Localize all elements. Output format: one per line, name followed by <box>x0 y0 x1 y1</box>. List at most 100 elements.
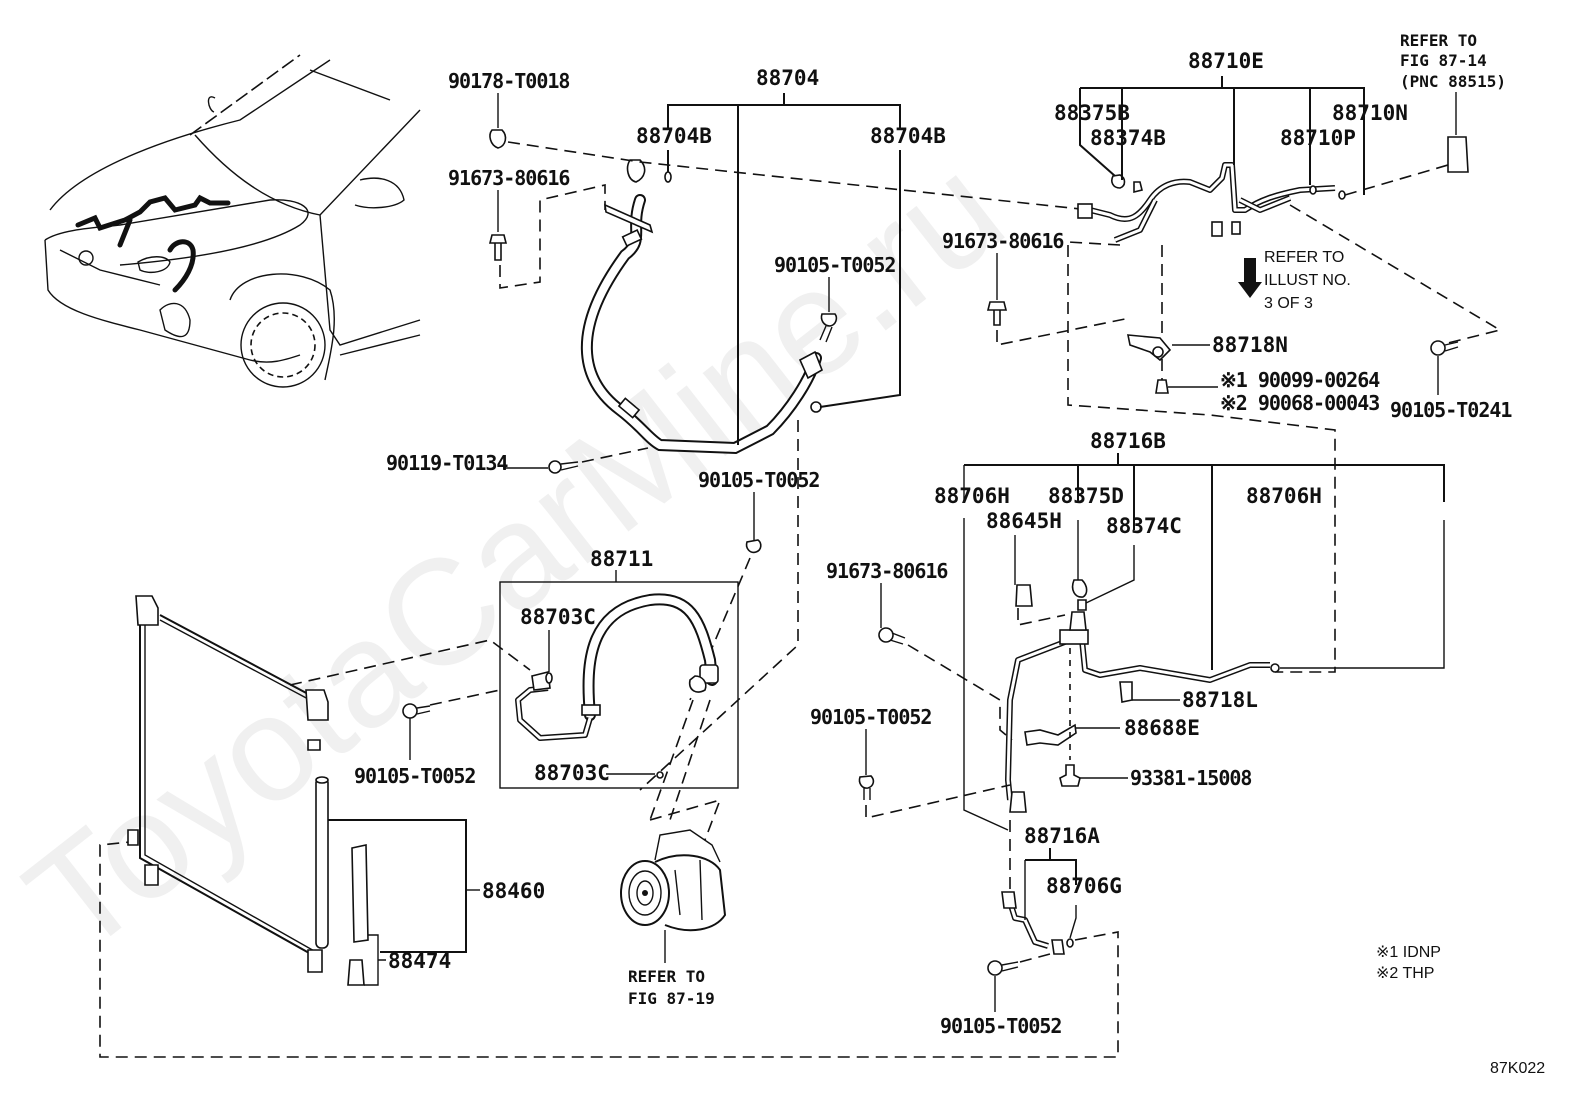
bracket-88716B <box>964 453 1445 670</box>
reference-illust-line1: REFER TO <box>1264 249 1344 266</box>
part-label-88704B-left: 88704B <box>636 124 712 148</box>
bolt-icon <box>986 301 1008 326</box>
clamp-hole <box>1152 346 1164 358</box>
dashed-line-nut <box>507 141 1091 211</box>
bolt-icon <box>878 627 894 643</box>
part-label-88711: 88711 <box>590 547 653 571</box>
part-label-90178-T0018: 90178-T0018 <box>448 69 569 93</box>
part-label-90105-T0052-c: 90105-T0052 <box>810 705 931 729</box>
suction-hose-88711 <box>515 593 719 779</box>
part-label-91673-80616-b: 91673-80616 <box>942 229 1063 253</box>
dashed-line-88711-compressor <box>649 699 722 841</box>
bolt-icon <box>488 234 508 261</box>
part-label-90099-00264: ※1 90099-00264 <box>1220 368 1380 392</box>
bracket-88710E <box>1080 76 1365 195</box>
bolt-shank <box>1001 961 1019 972</box>
arrow-down-icon <box>1238 258 1262 298</box>
valve-88515-icon <box>1447 136 1469 173</box>
bolt-icon <box>1059 764 1081 787</box>
bolt-icon <box>987 960 1003 976</box>
liquid-pipe-88716A <box>1001 891 1074 955</box>
dashed-line-90105-d <box>99 841 1119 1058</box>
part-label-88474: 88474 <box>388 949 451 973</box>
leader-88706H-right <box>1280 520 1445 669</box>
part-label-88710P: 88710P <box>1280 126 1356 150</box>
bracket-88474 <box>364 934 386 986</box>
part-label-88704B-right: 88704B <box>870 124 946 148</box>
part-label-90068-00043: ※2 90068-00043 <box>1220 391 1379 415</box>
part-label-90105-T0052-e: 90105-T0052 <box>354 764 475 788</box>
bolt-icon <box>858 775 875 789</box>
bolt-shank <box>416 705 431 715</box>
figure-code: 87K022 <box>1490 1060 1545 1077</box>
part-label-88375B: 88375B <box>1054 101 1130 125</box>
bolt-icon <box>548 460 562 474</box>
part-label-88710E: 88710E <box>1188 49 1264 73</box>
part-label-88716A: 88716A <box>1024 824 1100 848</box>
part-label-93381-15008: 93381-15008 <box>1130 766 1251 790</box>
dashed-line-91673-c <box>907 644 1013 741</box>
leader-88706G <box>1024 860 1077 939</box>
part-label-88704: 88704 <box>756 66 819 90</box>
condenser-88460 <box>127 595 329 973</box>
part-label-90119-T0134: 90119-T0134 <box>386 451 508 475</box>
part-label-88706H-right: 88706H <box>1246 484 1322 508</box>
part-label-88716B: 88716B <box>1090 429 1166 453</box>
part-label-90105-T0241: 90105-T0241 <box>1390 398 1512 422</box>
leader-88374C <box>1085 545 1135 604</box>
reference-fig-87-14-line2: FIG 87-14 <box>1400 51 1487 70</box>
reference-illust-line2: ILLUST NO. <box>1264 272 1351 289</box>
part-label-88375D: 88375D <box>1048 484 1124 508</box>
leader-88706H-left <box>963 465 1009 831</box>
filter-88474-icon <box>351 844 369 943</box>
part-label-88688E: 88688E <box>1124 716 1200 740</box>
part-label-88718L: 88718L <box>1182 688 1258 712</box>
legend-note-2: ※2 THP <box>1376 965 1434 982</box>
bracket-88460 <box>328 819 467 953</box>
bolt-shank <box>1444 341 1459 352</box>
bolt-shank <box>560 461 579 471</box>
bracket-88716A <box>1025 848 1077 885</box>
dashed-line-to-90105-T0241 <box>1289 204 1503 346</box>
box-88711 <box>499 581 739 789</box>
part-label-88703C-bottom: 88703C <box>534 761 610 785</box>
bracket-88688E-icon <box>1024 723 1077 746</box>
part-label-88703C-top: 88703C <box>520 605 596 629</box>
part-label-90105-T0052-b: 90105-T0052 <box>698 468 819 492</box>
reference-fig-87-14-line1: REFER TO <box>1400 31 1477 50</box>
dashed-box-91673-b <box>996 241 1336 673</box>
bolt-shank <box>889 632 906 645</box>
dashed-line-88711-condenser <box>289 639 531 706</box>
part-label-88374C: 88374C <box>1106 514 1182 538</box>
part-label-90105-T0052-a: 90105-T0052 <box>774 253 895 277</box>
compressor <box>620 829 727 932</box>
part-label-88645H: 88645H <box>986 509 1062 533</box>
part-label-88706G: 88706G <box>1046 874 1122 898</box>
reference-illust-line3: 3 OF 3 <box>1264 295 1313 312</box>
part-label-88374B: 88374B <box>1090 126 1166 150</box>
bracket-88704 <box>667 93 901 445</box>
nut-icon <box>489 129 507 149</box>
dashed-line-90105-c <box>865 784 1011 820</box>
leader-88704B-right <box>819 150 901 408</box>
bolt-icon <box>1430 340 1446 356</box>
vehicle-locator-illustration <box>44 54 421 388</box>
bolt-shank <box>863 788 871 800</box>
bolt-icon <box>745 539 762 554</box>
clamp-88718L-icon <box>1119 681 1133 703</box>
part-label-90105-T0052-d: 90105-T0052 <box>940 1014 1061 1038</box>
bolt-icon <box>1155 379 1169 394</box>
part-label-88718N: 88718N <box>1212 333 1288 357</box>
bolt-shank <box>819 325 833 343</box>
dashed-line-90105-b <box>639 420 799 791</box>
plug-88474-icon <box>347 959 365 986</box>
dashed-line-88515 <box>1344 164 1449 196</box>
part-label-88706H-left: 88706H <box>934 484 1010 508</box>
dashed-box-91673-a <box>499 183 606 289</box>
dashed-line-90119 <box>581 447 649 463</box>
reference-fig-87-19-line1: REFER TO <box>628 967 705 986</box>
reference-fig-87-19-line2: FIG 87-19 <box>628 989 715 1008</box>
bolt-icon <box>402 703 418 719</box>
clamp-88718N-icon <box>1127 334 1172 362</box>
part-label-88710N: 88710N <box>1332 101 1408 125</box>
